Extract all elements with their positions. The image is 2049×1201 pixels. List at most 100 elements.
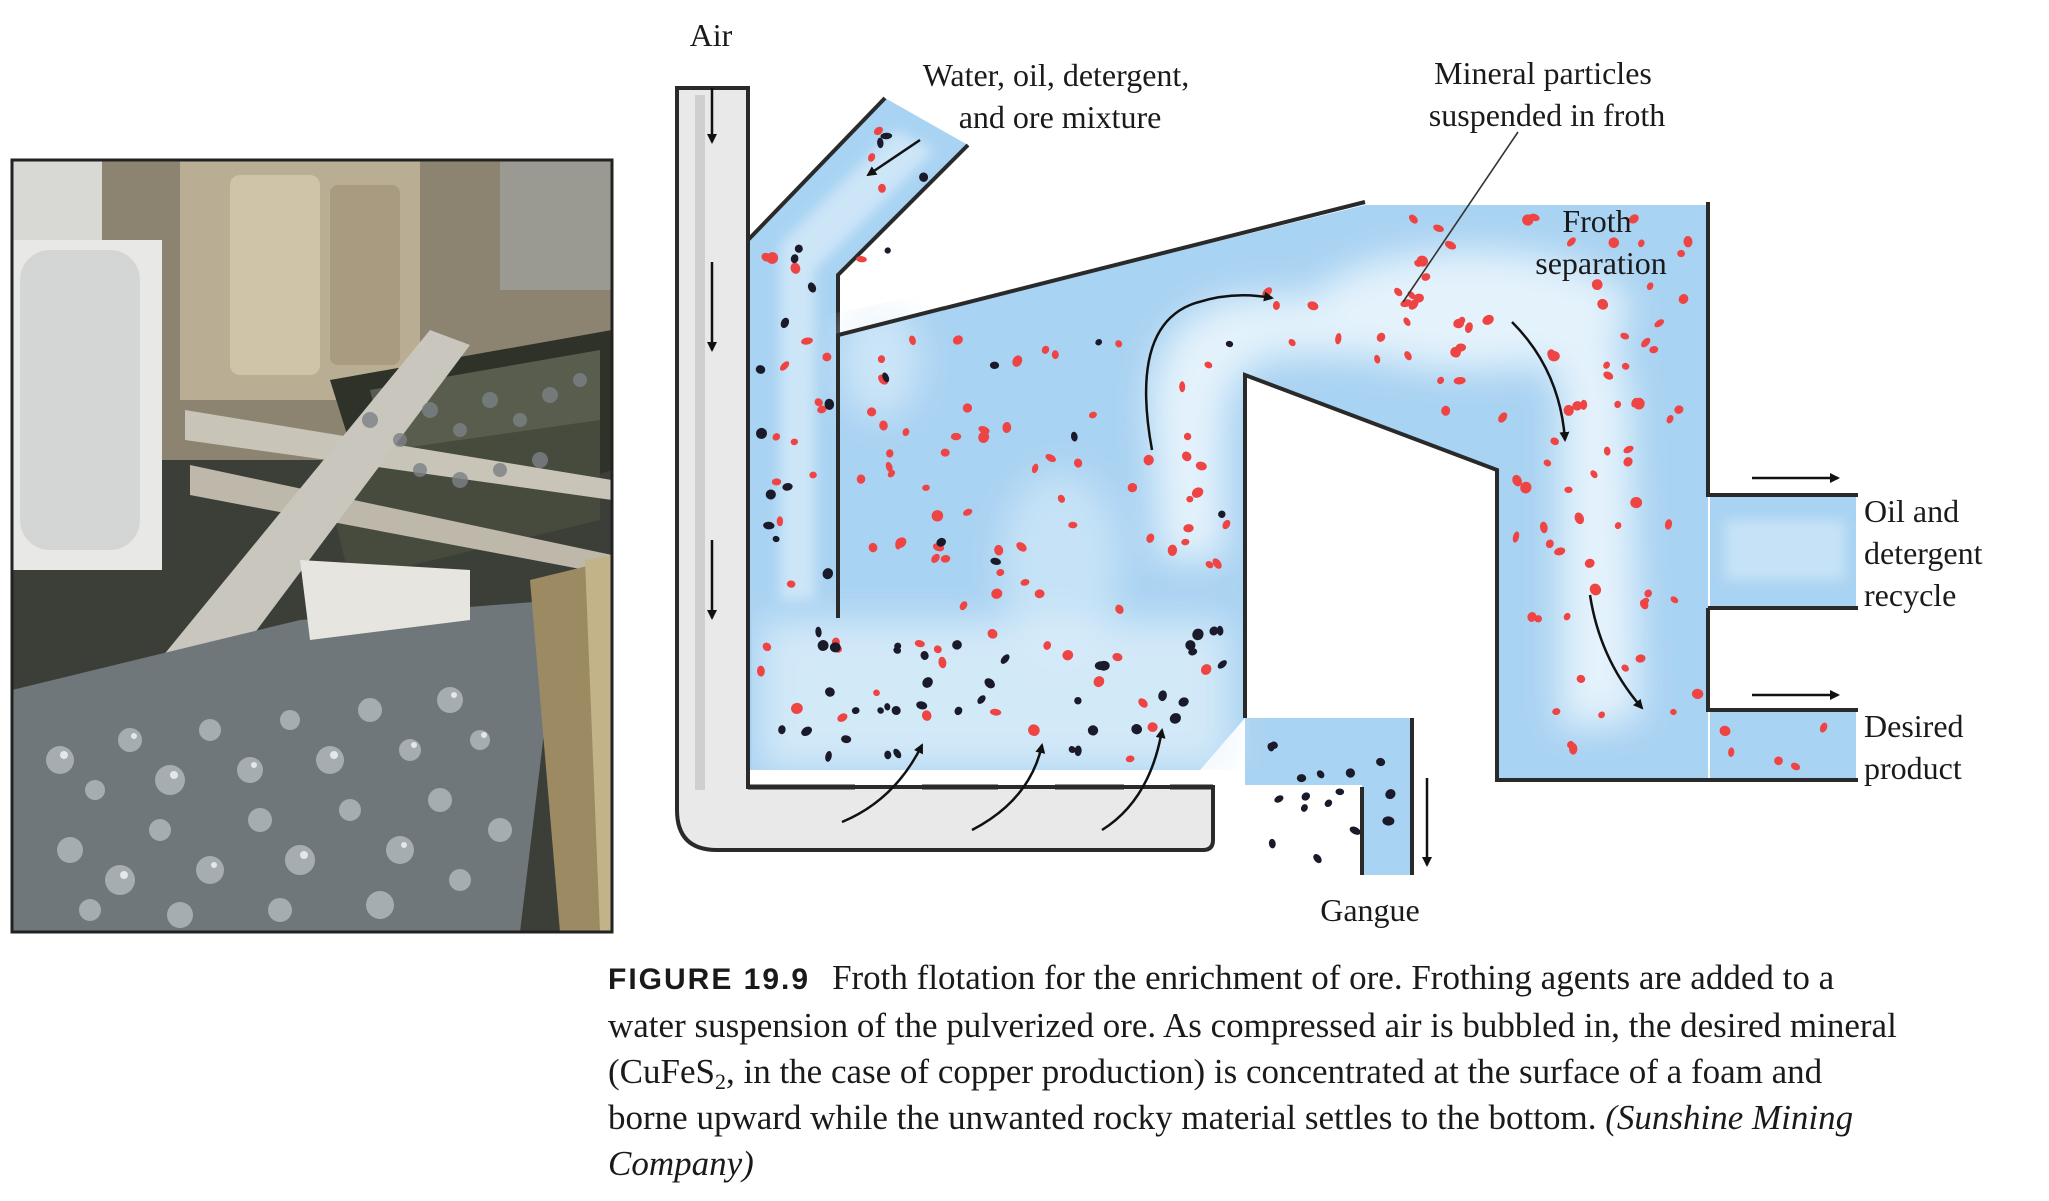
mineral-particle — [886, 449, 894, 458]
mineral-particle — [963, 508, 973, 516]
bubble-arrow-2 — [971, 743, 1046, 832]
gangue-particle — [824, 398, 835, 410]
mineral-particle — [1527, 611, 1537, 622]
gangue-particle — [916, 701, 928, 710]
mineral-particle — [978, 431, 990, 443]
caption-line-3: (CuFeS2, in the case of copper productio… — [608, 1049, 2048, 1095]
mineral-particle — [801, 337, 813, 345]
gangue-particle — [851, 707, 860, 715]
mineral-particle — [1790, 762, 1801, 771]
mineral-particle — [950, 432, 962, 441]
mineral-particle — [878, 183, 886, 193]
gangue-particle — [884, 247, 891, 254]
mineral-particle — [1464, 322, 1473, 333]
froth-separation-label: Froth separation — [1535, 203, 1667, 281]
mineral-particle — [987, 628, 998, 639]
mineral-particle — [879, 420, 888, 431]
gangue-particle — [1074, 697, 1082, 705]
gangue-particle — [977, 695, 986, 704]
mineral-particle — [1608, 237, 1620, 248]
mineral-particle — [1545, 539, 1554, 549]
gangue-particles — [755, 132, 1396, 864]
gangue-particle — [841, 735, 852, 744]
mineral-particle — [791, 702, 803, 714]
mineral-particle — [1572, 401, 1583, 411]
mineral-particle — [1433, 224, 1444, 233]
mineral-particle — [1603, 371, 1614, 380]
gangue-particle — [1345, 768, 1356, 778]
mineral-particle — [1678, 294, 1689, 304]
mineral-particle — [895, 537, 907, 548]
mineral-particle — [868, 542, 878, 553]
mineral-particle — [1719, 725, 1731, 737]
mineral-particle — [1543, 459, 1552, 467]
mineral-particle — [814, 398, 823, 407]
gangue-particle — [954, 706, 963, 716]
mineral-particle — [1691, 688, 1704, 700]
mineral-particle — [994, 544, 1004, 556]
mineral-particle — [1028, 724, 1040, 736]
mineral-particle — [1045, 453, 1056, 463]
mineral-particle — [1539, 521, 1548, 534]
gangue-particle — [989, 361, 1000, 370]
bubble-arrow-3 — [1101, 728, 1166, 832]
mineral-particle — [1621, 664, 1629, 672]
gangue-particle — [893, 748, 902, 759]
gangue-particle — [919, 172, 929, 182]
mineral-particle — [1819, 722, 1828, 733]
tank-walls — [746, 200, 1858, 875]
mineral-particle — [1183, 432, 1192, 441]
gangue-particle — [1349, 826, 1361, 835]
mineral-particle — [1666, 415, 1674, 424]
caption-text-4: borne upward while the unwanted rocky ma… — [608, 1098, 1606, 1137]
gangue-particle — [990, 557, 1002, 566]
gangue-particle — [984, 678, 995, 689]
gangue-particle — [1316, 770, 1325, 779]
gangue-particle — [936, 537, 946, 547]
mineral-particle — [1584, 558, 1595, 568]
mineral-particle — [1147, 722, 1158, 732]
mineral-particle — [989, 708, 1002, 716]
gangue-particle — [952, 640, 962, 650]
mineral-particle — [1167, 544, 1178, 556]
gangue-particle — [1269, 741, 1278, 749]
mineral-particles — [756, 126, 1828, 771]
mineral-particle — [1186, 495, 1194, 503]
mineral-particle — [1641, 597, 1650, 605]
mineral-particle — [1453, 376, 1466, 385]
mineral-particle — [940, 448, 950, 457]
gangue-particle — [1300, 804, 1308, 812]
mineral-particle — [1125, 755, 1135, 763]
mineral-particle — [809, 471, 817, 479]
mineral-particle — [931, 510, 944, 522]
mineral-particle — [1051, 350, 1059, 360]
gangue-particle — [1385, 789, 1396, 800]
mineral-particle — [1043, 641, 1052, 650]
mineral-particle — [1421, 273, 1431, 281]
froth-flotation-photo — [10, 158, 614, 934]
gangue-particle — [815, 626, 822, 638]
mineral-particle — [1512, 531, 1520, 543]
gangue-particle — [1095, 338, 1103, 346]
mineral-particle — [1664, 519, 1673, 530]
gangue-particle — [893, 646, 902, 654]
mineral-particle — [914, 640, 925, 648]
caption-line-2: water suspension of the pulverized ore. … — [608, 1006, 1897, 1045]
mineral-particle — [1437, 376, 1445, 385]
tank-liquid — [748, 205, 1708, 875]
mineral-particle — [1127, 482, 1138, 493]
mineral-particle — [1628, 214, 1639, 224]
mineral-particle — [1520, 481, 1532, 494]
mineral-particle — [1654, 319, 1665, 328]
gangue-particle — [1158, 690, 1167, 702]
caption-text-3a: (CuFeS — [608, 1052, 715, 1091]
gangue-particle — [825, 750, 832, 762]
photo-credit-a: (Sunshine Mining — [1605, 1098, 1854, 1137]
mineral-particle — [1181, 538, 1190, 546]
mineral-particle — [837, 713, 848, 722]
gangue-particle — [1274, 795, 1284, 803]
caption-subscript: 2 — [714, 1069, 726, 1094]
bubble-arrow-1 — [841, 743, 924, 824]
mineral-particle — [1441, 405, 1451, 416]
mineral-particle — [1614, 522, 1622, 530]
